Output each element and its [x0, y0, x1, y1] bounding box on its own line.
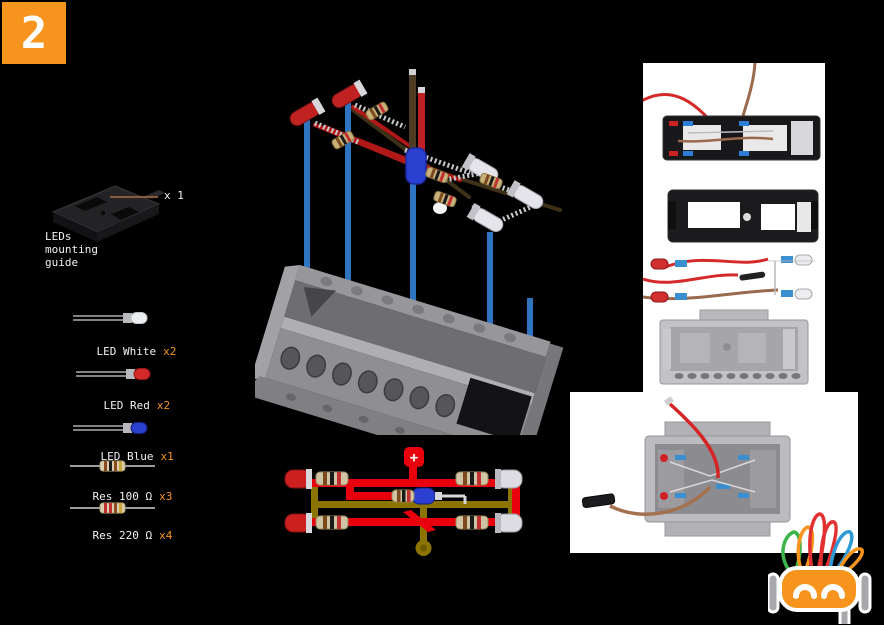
part-name: Res 100 Ω: [92, 490, 153, 503]
led-red-icon: [76, 368, 151, 380]
guide-label: LEDs mounting guide: [45, 230, 98, 269]
part-name: LED Red: [103, 399, 150, 412]
white-led-3d: [466, 203, 504, 232]
part-qty: x3: [159, 490, 173, 503]
resistor-3d: [425, 166, 449, 184]
red-led-3d: [289, 97, 326, 126]
wire-tip: [409, 69, 416, 77]
resistor-3d: [479, 172, 503, 190]
mascot-left-bar: [768, 572, 780, 614]
step-number: 2: [20, 7, 48, 59]
white-led-3d: [506, 180, 544, 209]
exploded-assembly-view: [255, 69, 564, 435]
guide-label-line2: mounting: [45, 243, 98, 256]
part-row-res-220: Res 220 Ω x4: [66, 516, 173, 555]
red-led-dot: [660, 454, 668, 462]
resistor-3d: [433, 190, 457, 208]
black-connector: [581, 493, 616, 509]
photo-leds-installed: [643, 63, 821, 161]
part-row-led-blue: LED Blue x1: [74, 437, 174, 476]
wire-tip: [418, 87, 425, 95]
mascot-logo: [768, 512, 872, 624]
schematic-red-led: [284, 469, 312, 533]
part-name: LED Blue: [100, 450, 154, 463]
schematic-white-led: [495, 469, 523, 533]
wiring-schematic: +: [284, 447, 523, 556]
guide-leader-line: [110, 196, 158, 198]
red-led-dot: [660, 492, 668, 500]
resistor-100-icon: [70, 460, 155, 472]
plus-sign: +: [410, 450, 418, 466]
part-row-led-red: LED Red x2: [77, 386, 171, 425]
red-led-3d: [331, 79, 368, 108]
led-blue-icon: [73, 422, 148, 434]
part-qty: x4: [159, 529, 173, 542]
photo-strip: [643, 63, 825, 405]
photo-strip-canvas: [643, 63, 821, 385]
white-led-dome: [433, 202, 447, 214]
schematic-resistor: [315, 471, 489, 530]
chassis-black-socket: [456, 377, 532, 435]
schematic-blue-led: [411, 487, 467, 505]
part-name: Res 220 Ω: [92, 529, 153, 542]
resistor-3d: [331, 130, 355, 150]
positive-terminal: +: [404, 447, 424, 467]
red-wire: [668, 402, 720, 479]
guide-quantity: x 1: [164, 189, 184, 202]
photo-final-canvas: [581, 396, 791, 537]
photo-mounting-guide: [667, 189, 819, 243]
part-row-res-100: Res 100 Ω x3: [66, 477, 173, 516]
part-qty: x2: [156, 399, 171, 412]
resistor-220-icon: [70, 502, 155, 514]
guide-label-line3: guide: [45, 256, 79, 269]
blue-led-3d: [405, 147, 427, 185]
mascot-head: [778, 566, 860, 612]
mascot-feathers: [781, 512, 864, 576]
step-number-badge: 2: [2, 2, 66, 64]
photo-wiring-harness: [643, 254, 815, 303]
part-row-led-white: LED White x2: [70, 332, 177, 371]
positive-wires: [303, 465, 520, 532]
mascot-right-bar: [858, 572, 872, 614]
resistor-3d: [365, 101, 389, 121]
part-qty: x2: [163, 345, 177, 358]
part-name: LED White: [96, 345, 157, 358]
chassis-3d: [255, 265, 564, 435]
part-qty: x1: [160, 450, 174, 463]
led-white-icon: [73, 312, 148, 324]
brown-vertical-wire: [409, 75, 416, 153]
photo-chassis-top: [659, 309, 809, 385]
guide-label-line1: LEDs: [45, 230, 72, 243]
red-vertical-wire: [418, 93, 425, 161]
mascot-eyes: [793, 584, 845, 599]
brown-wire: [609, 485, 712, 516]
